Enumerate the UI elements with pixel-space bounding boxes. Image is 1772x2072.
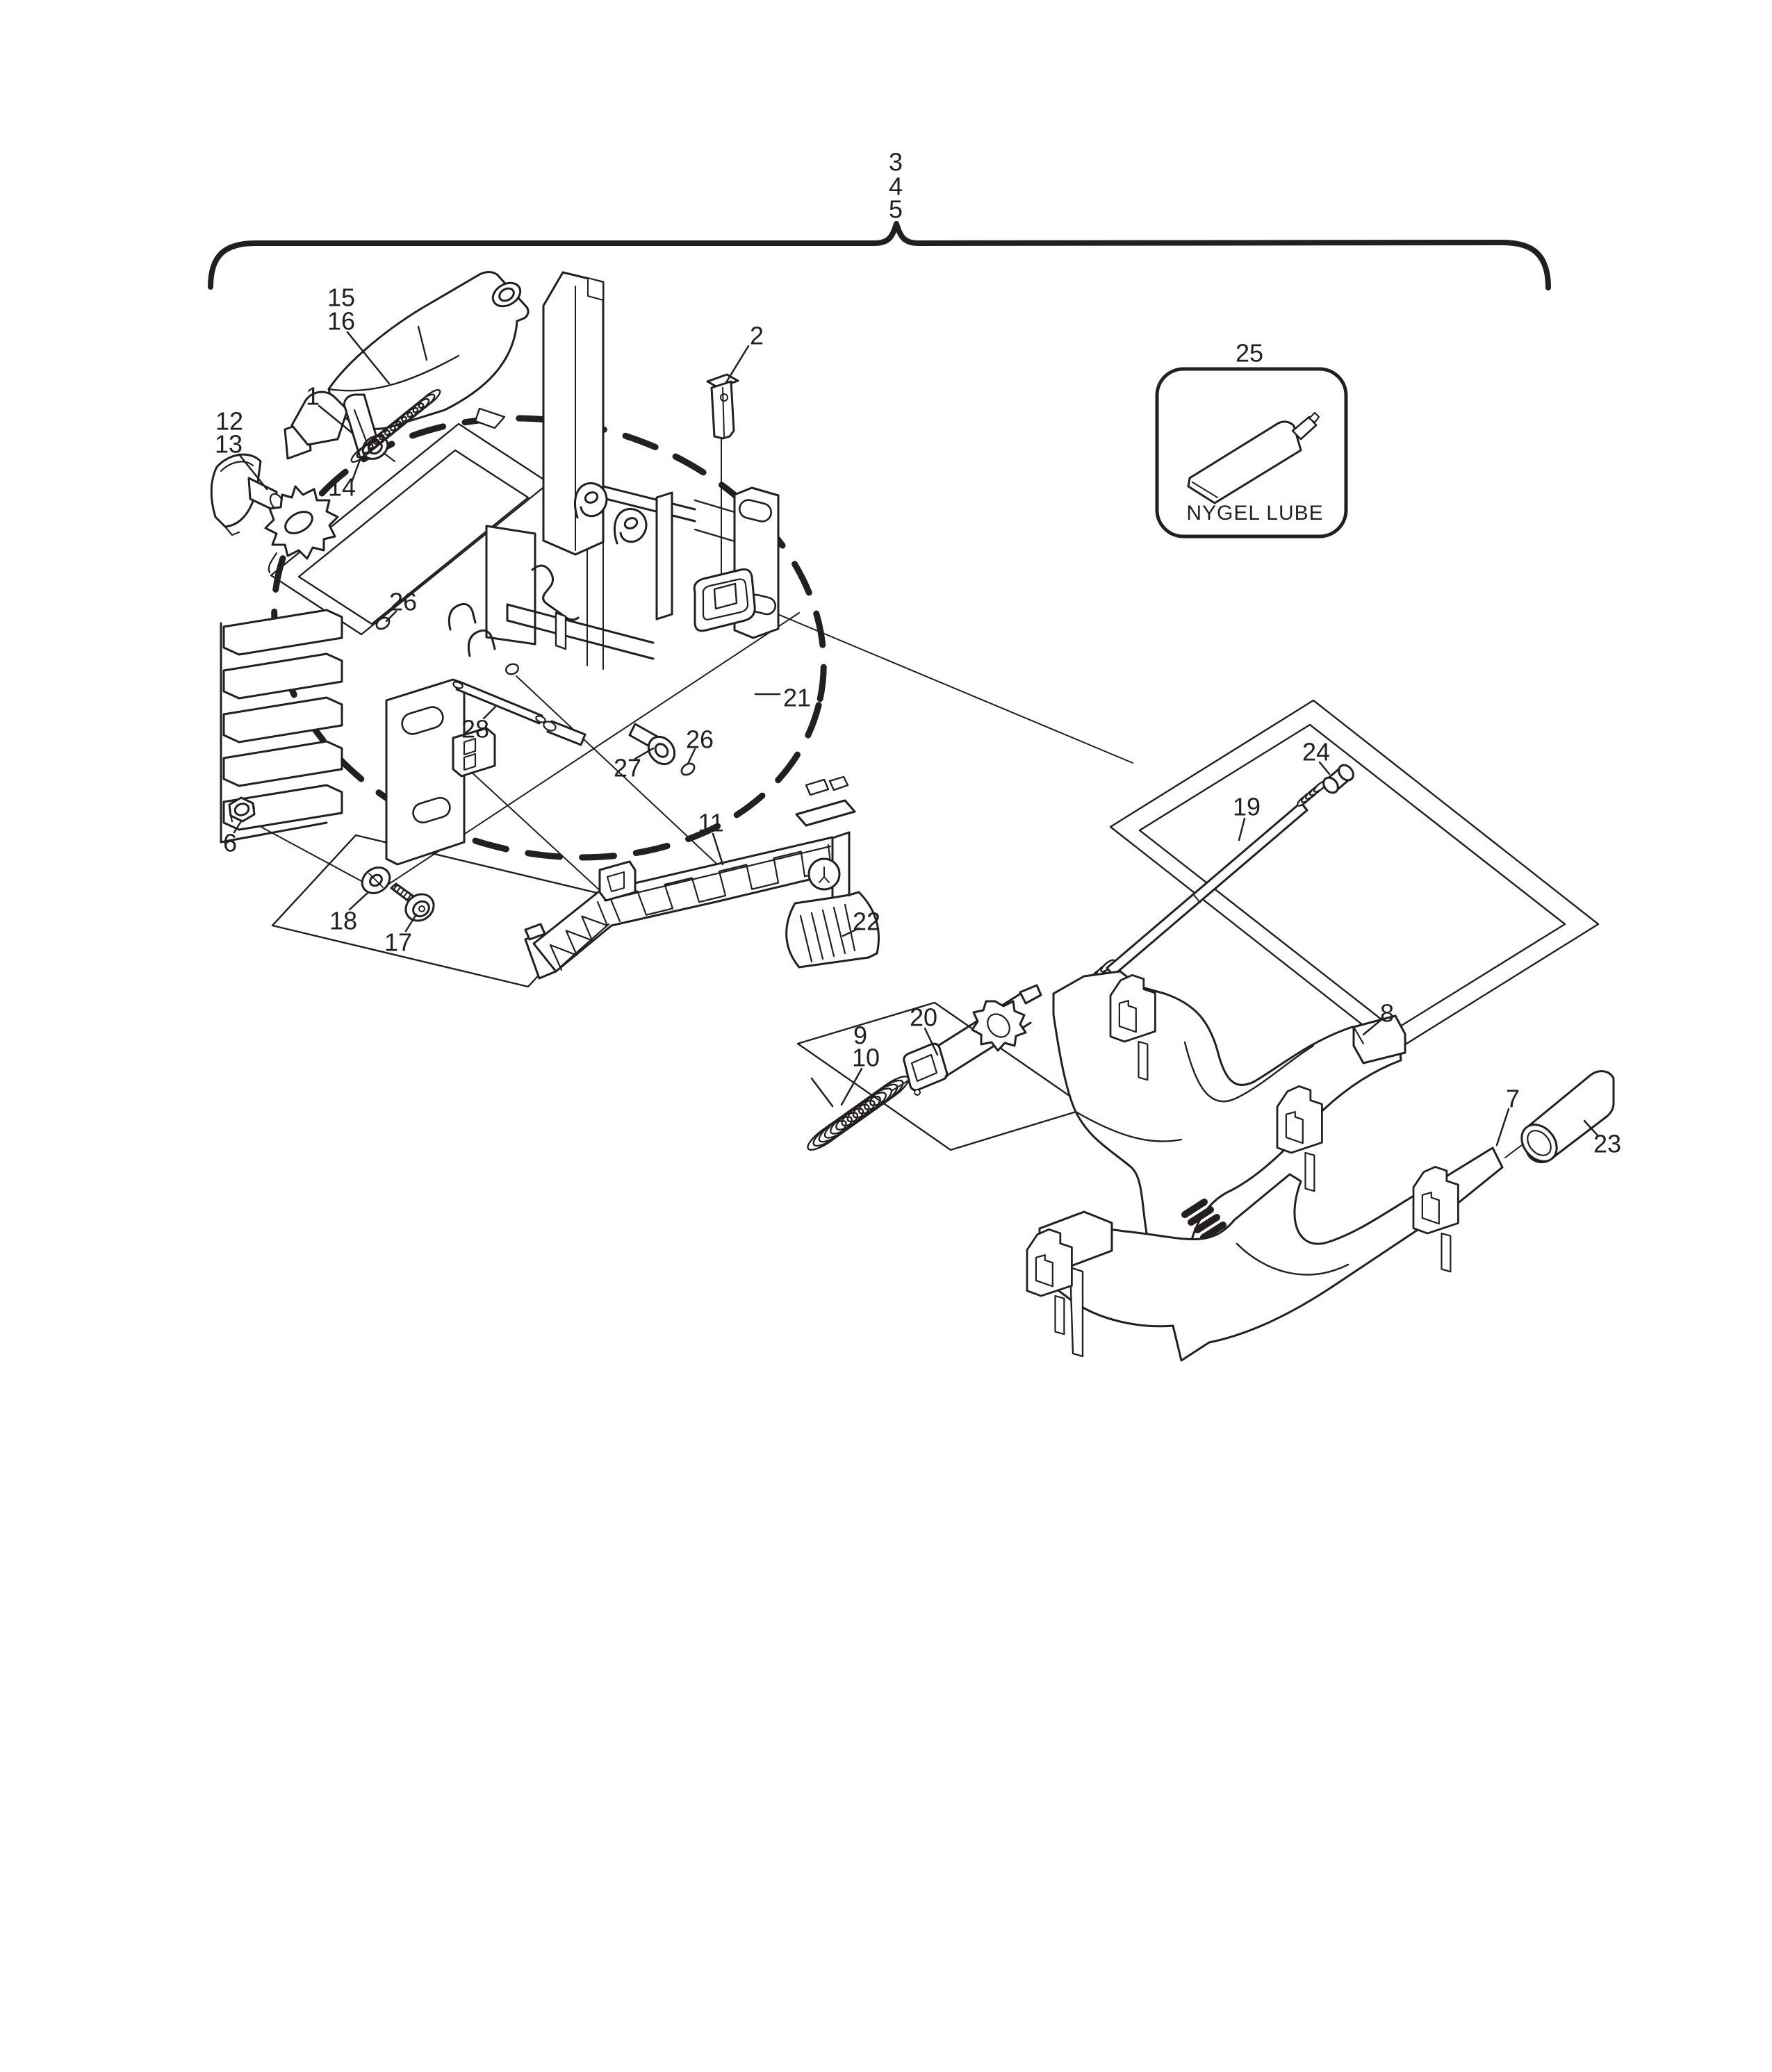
- callout-6: 6: [223, 829, 237, 857]
- leader-11: [712, 832, 724, 866]
- callout-9: 9: [853, 1021, 867, 1050]
- leader-2: [724, 345, 750, 385]
- callout-23: 23: [1593, 1130, 1621, 1158]
- spring-14: [350, 389, 441, 463]
- leader-10: [840, 1067, 863, 1106]
- spring-9-10: [807, 1076, 910, 1151]
- leader-14: [350, 457, 362, 484]
- leader-28: [482, 705, 498, 720]
- leader-16: [346, 331, 391, 385]
- callout-13: 13: [215, 430, 243, 459]
- callout-17: 17: [384, 928, 412, 957]
- group-brace: [208, 221, 1551, 290]
- callout-25: 25: [1236, 339, 1263, 368]
- front-bracket: [385, 602, 496, 866]
- callout-7: 7: [1506, 1085, 1520, 1113]
- callout-28: 28: [461, 715, 489, 743]
- callout-26a: 26: [389, 588, 417, 616]
- cover-part-15-16: [327, 271, 530, 430]
- leader-19: [1238, 817, 1246, 841]
- callout-4: 4: [889, 172, 903, 201]
- callout-27: 27: [614, 754, 641, 782]
- leader-18: [348, 892, 368, 911]
- callout-15: 15: [327, 283, 355, 312]
- callout-21: 21: [783, 684, 811, 712]
- leader-8: [1362, 1019, 1381, 1036]
- lube-box-label: NYGEL LUBE: [1186, 502, 1323, 525]
- callout-19: 19: [1233, 793, 1261, 821]
- roller-parts-12-13: [210, 453, 339, 574]
- leader-17: [404, 913, 418, 932]
- nut-6: [228, 796, 256, 823]
- callout-2: 2: [750, 322, 764, 350]
- roller-tube-23: [1520, 1070, 1615, 1164]
- snap-clip-3: [1026, 1228, 1073, 1335]
- leader-13: [238, 453, 268, 491]
- chassis-body: [485, 482, 696, 675]
- callout-26b: 26: [686, 725, 714, 754]
- callout-leader-lines: [233, 331, 1599, 1146]
- leader-20: [924, 1027, 939, 1056]
- snap-clip-1: [1109, 973, 1156, 1081]
- leader-26b: [687, 748, 696, 765]
- leader-1: [318, 404, 354, 435]
- callout-8: 8: [1380, 999, 1394, 1028]
- leader-26a: [385, 610, 397, 623]
- tube-20: [903, 984, 1042, 1096]
- callout-14: 14: [328, 473, 356, 502]
- callout-24: 24: [1302, 738, 1330, 766]
- leader-6: [233, 820, 243, 834]
- callout-3: 3: [889, 148, 903, 176]
- snap-clips: [1026, 973, 1459, 1335]
- callout-22: 22: [853, 907, 880, 936]
- chassis-bracket: [693, 486, 780, 639]
- callout-16: 16: [327, 307, 355, 336]
- leader-27: [634, 747, 655, 760]
- washer-18: [361, 866, 391, 894]
- callout-10: 10: [852, 1044, 880, 1072]
- leader-23: [1583, 1119, 1599, 1137]
- screw-17: [390, 882, 435, 922]
- leader-22: [842, 927, 860, 937]
- callout-5: 5: [889, 195, 903, 224]
- callout-1: 1: [306, 382, 320, 411]
- leader-7: [1495, 1108, 1510, 1146]
- pin-28-and-spacer: [452, 680, 586, 746]
- callout-11: 11: [698, 809, 723, 837]
- callout-12: 12: [215, 407, 243, 436]
- lube-box: NYGEL LUBE: [1155, 367, 1348, 538]
- snap-clip-4: [1412, 1165, 1459, 1273]
- snap-clip-2: [1276, 1085, 1323, 1192]
- bushing-27: [628, 723, 676, 766]
- lube-tube-icon: [1187, 411, 1320, 504]
- callout-20: 20: [910, 1003, 937, 1032]
- callout-18: 18: [329, 907, 357, 935]
- e-ring-26b: [680, 762, 696, 776]
- louvered-plate: [220, 609, 343, 844]
- leader-24: [1318, 761, 1331, 775]
- truss-11: [524, 775, 880, 980]
- pin-part-2: [706, 373, 739, 440]
